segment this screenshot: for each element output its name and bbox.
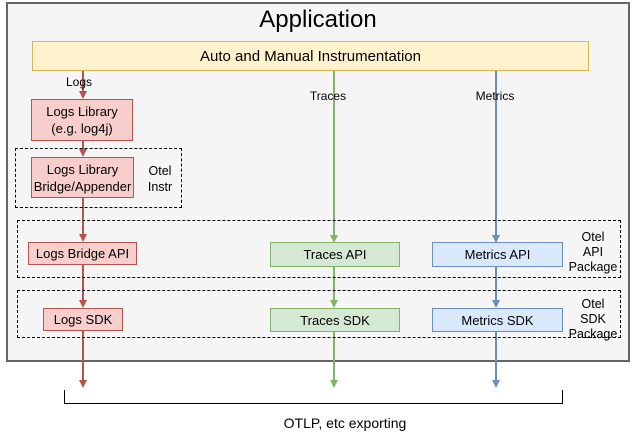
flow-label-metrics: Metrics [475,89,515,103]
logs-arrow-1-head [79,91,87,99]
logs-arrow-3-line [82,198,84,234]
logs-arrow-3-head [79,234,87,242]
bracket-line [64,403,563,404]
flow-label-logs: Logs [65,75,93,89]
otel-sdk-package-line3: Package [568,327,618,341]
export-label: OTLP, etc exporting [283,415,407,431]
metrics-arrow-3-head [492,380,500,388]
logs-bridge-appender-line1: Logs Library [46,161,119,177]
metrics-sdk-label: Metrics SDK [461,312,534,328]
otel-api-package-line2: API [582,245,604,259]
instrumentation-box: Auto and Manual Instrumentation [32,41,589,71]
node-logs-library: Logs Library (e.g. log4j) [31,99,133,141]
logs-arrow-2-line [82,141,84,149]
logs-arrow-5-line [82,331,84,380]
logs-bridge-api-label: Logs Bridge API [35,246,130,261]
node-traces-sdk: Traces SDK [270,308,400,332]
traces-arrow-3-head [330,380,338,388]
bracket-right-tick [562,390,563,404]
traces-arrow-1-head [330,235,338,243]
logs-arrow-2-head [79,149,87,157]
traces-arrow-1-line [333,71,335,235]
otel-sdk-package-line1: Otel [581,297,605,311]
otel-sdk-package-line2: SDK [580,312,606,326]
metrics-arrow-1-line [495,71,497,235]
otel-api-package-line3: Package [568,260,618,274]
metrics-arrow-2-head [492,300,500,308]
otel-instr-line2: Instr [147,180,173,194]
otel-api-package-group [17,220,621,278]
logs-bridge-appender-line2: Bridge/Appender [33,178,132,194]
logs-arrow-5-head [79,380,87,388]
otel-api-package-label: Otel API Package [565,230,621,275]
node-metrics-sdk: Metrics SDK [432,308,563,332]
otel-sdk-package-label: Otel SDK Package [565,297,621,342]
node-logs-sdk: Logs SDK [43,308,123,331]
metrics-arrow-3-line [495,331,497,380]
logs-sdk-label: Logs SDK [53,312,113,327]
node-logs-bridge-appender: Logs Library Bridge/Appender [31,157,134,198]
otel-instr-label: Otel Instr [138,163,182,195]
flow-label-traces: Traces [309,89,347,103]
traces-arrow-2-line [333,266,335,300]
otel-api-package-line1: Otel [581,230,605,244]
logs-arrow-4-head [79,300,87,308]
otel-instr-group [15,148,182,208]
logs-arrow-1-line [82,71,84,91]
traces-sdk-label: Traces SDK [300,312,370,328]
metrics-arrow-1-head [492,235,500,243]
metrics-api-label: Metrics API [464,247,531,262]
metrics-arrow-2-line [495,266,497,300]
logs-arrow-4-line [82,265,84,300]
application-title: Application [259,6,377,33]
node-traces-api: Traces API [270,242,400,267]
node-metrics-api: Metrics API [432,242,563,267]
logs-library-line1: Logs Library [46,104,118,119]
bracket-left-tick [64,390,65,404]
traces-arrow-3-line [333,331,335,380]
traces-api-label: Traces API [303,247,367,262]
traces-arrow-2-head [330,300,338,308]
otel-instr-line1: Otel [148,164,172,178]
otel-sdk-package-group [17,290,621,338]
instrumentation-label: Auto and Manual Instrumentation [200,47,421,65]
node-logs-bridge-api: Logs Bridge API [28,242,137,265]
logs-library-line2: (e.g. log4j) [51,121,113,136]
